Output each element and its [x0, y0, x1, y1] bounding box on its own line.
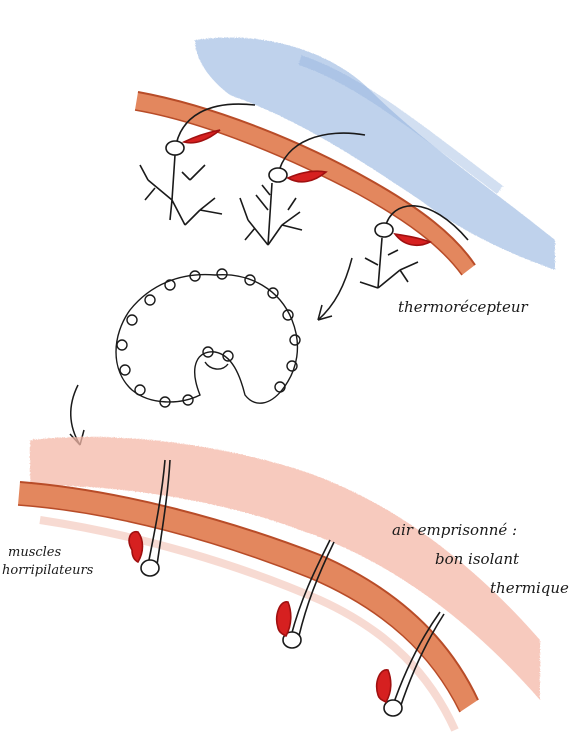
label-muscles-line2: horripilateurs	[2, 563, 94, 578]
curved-arrow-icon	[318, 258, 352, 320]
brain-outline	[116, 269, 300, 407]
skin-band-bottom	[18, 482, 478, 730]
label-air-line3: thermique	[490, 579, 569, 597]
label-air-line2: bon isolant	[435, 550, 520, 568]
curved-arrow-icon	[70, 385, 84, 445]
label-air-line1: air emprisonné :	[392, 521, 517, 539]
label-muscles-line1: muscles	[8, 545, 62, 560]
label-thermoreceptor: thermorécepteur	[398, 298, 528, 316]
